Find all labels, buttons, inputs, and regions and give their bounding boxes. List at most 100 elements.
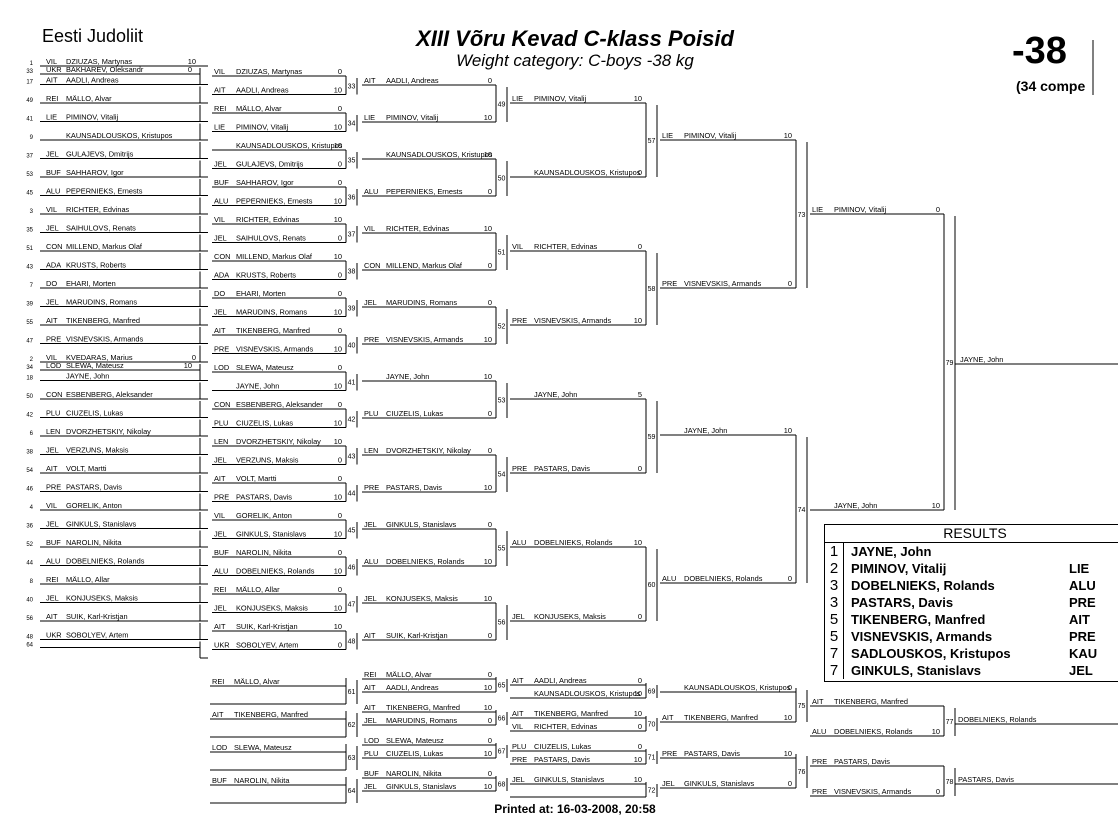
slot-score: 0	[338, 326, 342, 335]
seed-name: PASTARS, Davis	[66, 483, 122, 492]
slot-name: DVORZHETSKIY, Nikolay	[386, 446, 471, 455]
slot-club: VIL	[214, 67, 225, 76]
slot-club: PRE	[812, 787, 827, 796]
seed-club: CON	[46, 242, 62, 251]
slot-name: SAIHULOVS, Renats	[236, 234, 306, 243]
match-number: 35	[348, 157, 356, 164]
slot-name: AADLI, Andreas	[534, 676, 587, 685]
seed-club: LEN	[46, 427, 60, 436]
slot-score: 10	[634, 316, 642, 325]
seed-name: VISNEVSKIS, Armands	[66, 335, 144, 344]
organizer-name: Eesti Judoliit	[42, 26, 144, 46]
slot-name: MARUDINS, Romans	[386, 716, 457, 725]
result-name: TIKENBERG, Manfred	[851, 612, 986, 627]
match-number: 73	[798, 212, 806, 219]
slot-club: BUF	[212, 776, 227, 785]
slot-club: REI	[214, 104, 226, 113]
seed-score: 0	[192, 353, 196, 362]
slot-club: ADA	[214, 271, 229, 280]
slot-club: JEL	[364, 594, 377, 603]
seed-name: GULAJEVS, Dmitrijs	[66, 150, 134, 159]
seed-club: PRE	[46, 335, 61, 344]
seed-club: DO	[46, 279, 57, 288]
match-number: 55	[498, 546, 506, 553]
slot-name: GINKULS, Stanislavs	[236, 530, 307, 539]
slot-score: 10	[334, 197, 342, 206]
slot-name: SLEWA, Mateusz	[236, 363, 294, 372]
seed-club: VIL	[46, 57, 57, 66]
slot-name: TIKENBERG, Manfred	[234, 710, 308, 719]
match-number: 41	[348, 379, 356, 386]
slot-club: PRE	[662, 749, 677, 758]
seed-name: CIUZELIS, Lukas	[66, 409, 123, 418]
slot-club: PRE	[662, 279, 677, 288]
slot-score: 0	[638, 676, 642, 685]
result-club: LIE	[1069, 561, 1090, 576]
slot-score: 0	[338, 585, 342, 594]
slot-name: GINKULS, Stanislavs	[386, 520, 457, 529]
seed-number: 39	[26, 302, 33, 308]
slot-score: 0	[936, 787, 940, 796]
slot-club: JEL	[662, 779, 675, 788]
slot-score: 10	[634, 689, 642, 698]
slot-name: EHARI, Morten	[236, 289, 286, 298]
seed-name: KONJUSEKS, Maksis	[66, 594, 138, 603]
slot-club: UKR	[214, 641, 230, 650]
seed-number: 48	[26, 635, 33, 641]
seed-number: 18	[26, 376, 33, 382]
slot-score: 0	[638, 722, 642, 731]
slot-name: PIMINOV, Vitalij	[534, 94, 587, 103]
slot-score: 10	[484, 749, 492, 758]
slot-score: 10	[334, 252, 342, 261]
seed-number: 46	[26, 487, 33, 493]
slot-club: BUF	[364, 769, 379, 778]
slot-club: AIT	[812, 697, 824, 706]
slot-club: LIE	[512, 94, 523, 103]
slot-name: SLEWA, Mateusz	[234, 743, 292, 752]
match-number: 66	[498, 716, 506, 723]
slot-score: 0	[338, 271, 342, 280]
match-number: 75	[798, 703, 806, 710]
seed-club: ALU	[46, 187, 60, 196]
slot-name: MÄLLO, Alvar	[386, 670, 432, 679]
slot-club: PLU	[364, 409, 378, 418]
slot-score: 0	[338, 104, 342, 113]
slot-name: RICHTER, Edvinas	[534, 242, 598, 251]
seed-name: VERZUNS, Maksis	[66, 446, 129, 455]
slot-score: 0	[338, 67, 342, 76]
match-number: 34	[348, 120, 356, 127]
slot-club: JEL	[214, 234, 227, 243]
slot-name: CIUZELIS, Lukas	[386, 749, 443, 758]
seed-number: 17	[26, 80, 33, 86]
seed-club: VIL	[46, 205, 57, 214]
slot-club: LIE	[364, 113, 375, 122]
slot-name: RICHTER, Edvinas	[236, 215, 300, 224]
slot-name: NAROLIN, Nikita	[386, 769, 442, 778]
seed-number: 49	[26, 98, 33, 104]
slot-score: 0	[338, 641, 342, 650]
slot-name: MILLEND, Markus Olaf	[386, 261, 463, 270]
result-club: AIT	[1069, 612, 1090, 627]
seed-club: AIT	[46, 76, 58, 85]
match-number: 76	[798, 769, 806, 776]
match-number: 37	[348, 231, 356, 238]
seed-name: GINKULS, Stanislavs	[66, 520, 137, 529]
slot-score: 10	[334, 215, 342, 224]
seed-number: 7	[30, 283, 34, 289]
slot-club: DO	[214, 289, 225, 298]
slot-name: VISNEVSKIS, Armands	[534, 316, 612, 325]
slot-score: 10	[484, 683, 492, 692]
slot-club: CON	[214, 400, 230, 409]
seed-number: 34	[26, 365, 33, 371]
match-number: 42	[348, 416, 356, 423]
seed-number: 3	[30, 209, 34, 215]
slot-name: DOBELNIEKS, Rolands	[386, 557, 465, 566]
seed-name: MÄLLO, Alvar	[66, 94, 112, 103]
slot-score: 0	[488, 298, 492, 307]
slot-name: TIKENBERG, Manfred	[684, 713, 758, 722]
slot-name: KAUNSADLOUSKOS, Kristupos	[386, 150, 493, 159]
seed-club: BUF	[46, 168, 61, 177]
slot-club: PLU	[214, 419, 228, 428]
